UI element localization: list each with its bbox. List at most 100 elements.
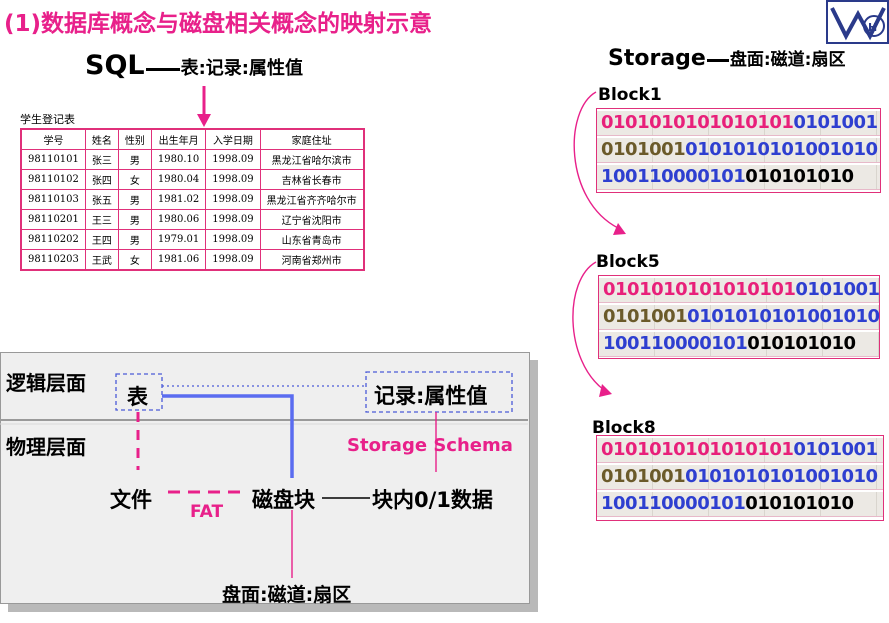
block5-label: Block5 bbox=[596, 252, 660, 272]
table-cell: 男 bbox=[117, 189, 152, 210]
table-cell: 王四 bbox=[84, 229, 119, 250]
storage-heading: Storage 盘面:磁道:扇区 bbox=[608, 45, 845, 71]
block-bit-row: 01010101010101010101001 bbox=[597, 438, 883, 463]
fat-label: FAT bbox=[190, 502, 224, 522]
bit-segment: 010101010 bbox=[747, 333, 856, 354]
block1-label: Block1 bbox=[598, 85, 662, 105]
bit-segment: 100110000101 bbox=[601, 493, 746, 514]
table-cell: 张三 bbox=[84, 149, 119, 170]
block-bit-row: 01010010101010101001010 bbox=[597, 138, 880, 163]
table-cell: 1981.02 bbox=[150, 189, 207, 210]
register-caption: 学生登记表 bbox=[20, 113, 75, 126]
file-label: 文件 bbox=[110, 488, 152, 512]
table-header-cell: 姓名 bbox=[84, 128, 119, 150]
bit-segment: 100110000101 bbox=[601, 166, 746, 187]
table-cell: 98110103 bbox=[20, 189, 86, 210]
bit-segment: 0101010101001010 bbox=[685, 139, 878, 160]
university-logo-icon: H bbox=[826, 0, 889, 44]
block-bit-row: 01010010101010101001010 bbox=[597, 465, 883, 490]
table-cell: 辽宁省沈阳市 bbox=[259, 209, 365, 230]
table-cell: 1998.09 bbox=[205, 189, 261, 210]
table-header-cell: 入学日期 bbox=[205, 128, 261, 150]
table-header-cell: 家庭住址 bbox=[259, 128, 365, 150]
table-cell: 男 bbox=[117, 149, 152, 170]
physical-layer-label: 物理层面 bbox=[6, 435, 86, 459]
sql-subtitle: 表:记录:属性值 bbox=[180, 58, 304, 79]
table-header-cell: 出生年月 bbox=[150, 128, 207, 150]
bit-segment: 010101010 bbox=[745, 493, 854, 514]
storage-dash bbox=[706, 59, 729, 62]
table-cell: 女 bbox=[117, 169, 152, 190]
storage-subtitle: 盘面:磁道:扇区 bbox=[729, 50, 846, 70]
table-cell: 张五 bbox=[84, 189, 119, 210]
sql-down-arrow-icon bbox=[197, 86, 211, 127]
logical-layer-label: 逻辑层面 bbox=[6, 371, 86, 395]
table-cell: 张四 bbox=[84, 169, 119, 190]
mapping-lines bbox=[0, 371, 528, 578]
block-bit-row: 100110000101010101010 bbox=[599, 332, 879, 357]
table-cell: 1998.09 bbox=[205, 149, 261, 170]
table-cell: 男 bbox=[117, 209, 152, 230]
table-cell: 98110201 bbox=[20, 209, 86, 230]
table-cell: 女 bbox=[117, 249, 152, 271]
bit-segment: 0101010101010101 bbox=[603, 279, 796, 300]
bit-segment: 0101001 bbox=[603, 306, 688, 327]
bit-segment: 0101001 bbox=[793, 439, 878, 460]
table-cell: 1980.06 bbox=[150, 209, 207, 230]
bit-segment: 0101001 bbox=[793, 112, 878, 133]
block-bit-row: 01010010101010101001010 bbox=[599, 305, 880, 330]
table-cell: 98110101 bbox=[20, 149, 86, 170]
table-cell: 吉林省长春市 bbox=[259, 169, 365, 190]
table-cell: 1979.01 bbox=[150, 229, 207, 250]
storage-schema-label: Storage Schema bbox=[347, 435, 513, 456]
table-label: 表 bbox=[127, 385, 148, 409]
disk-block-label: 磁盘块 bbox=[252, 488, 315, 512]
table-cell: 黑龙江省齐齐哈尔市 bbox=[259, 189, 365, 210]
table-cell: 1998.09 bbox=[205, 209, 261, 230]
table-cell: 王三 bbox=[84, 209, 119, 230]
svg-text:H: H bbox=[868, 21, 877, 34]
storage-label: Storage bbox=[608, 46, 706, 71]
table-cell: 98110203 bbox=[20, 249, 86, 271]
arrow-head-icon bbox=[599, 384, 612, 397]
table-cell: 1981.06 bbox=[150, 249, 207, 271]
table-header-cell: 学号 bbox=[20, 128, 86, 150]
table-cell: 山东省青岛市 bbox=[259, 229, 365, 250]
table-cell: 男 bbox=[117, 229, 152, 250]
bit-segment: 0101010101010101 bbox=[601, 112, 794, 133]
table-cell: 98110202 bbox=[20, 229, 86, 250]
table-header-cell: 性别 bbox=[117, 128, 152, 150]
block-bit-row: 01010101010101010101001 bbox=[599, 278, 880, 303]
sector-label: 盘面:磁道:扇区 bbox=[222, 584, 352, 606]
bit-segment: 0101010101010101 bbox=[601, 439, 794, 460]
record-label: 记录:属性值 bbox=[374, 384, 488, 408]
table-cell: 王武 bbox=[84, 249, 119, 271]
mapping-panel bbox=[0, 352, 530, 604]
bit-segment: 0101001 bbox=[601, 139, 686, 160]
sql-dash bbox=[145, 68, 180, 71]
bit-segment: 010101010 bbox=[745, 166, 854, 187]
block-bits-label: 块内0/1数据 bbox=[372, 488, 493, 512]
arrow-head-icon bbox=[613, 223, 626, 235]
table-cell: 1980.04 bbox=[150, 169, 207, 190]
block8-label: Block8 bbox=[592, 418, 656, 438]
table-cell: 河南省郑州市 bbox=[259, 249, 365, 271]
block-bit-row: 100110000101010101010 bbox=[597, 492, 883, 517]
bit-segment: 0101010101001010 bbox=[687, 306, 880, 327]
block-bit-row: 01010101010101010101001 bbox=[597, 111, 880, 136]
bit-segment: 0101010101001010 bbox=[685, 466, 878, 487]
bit-segment: 0101001 bbox=[795, 279, 880, 300]
bit-segment: 0101001 bbox=[601, 466, 686, 487]
table-cell: 1998.09 bbox=[205, 229, 261, 250]
